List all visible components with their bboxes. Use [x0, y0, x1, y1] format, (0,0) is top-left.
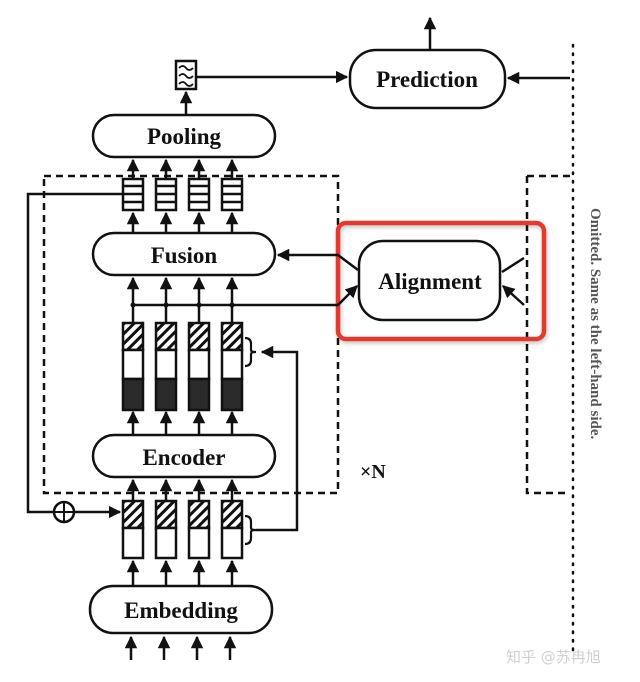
input-vector	[187, 499, 211, 560]
residual-connection-line	[26, 192, 123, 514]
input-brace	[244, 514, 257, 546]
right-branch-to-alignment-line	[501, 256, 525, 274]
encoder-node[interactable]: Encoder	[91, 433, 277, 479]
input-hatched-cell	[154, 499, 178, 530]
input-white-cell	[154, 526, 178, 560]
input-hatched-cell	[220, 499, 244, 530]
encoded-brace	[244, 336, 257, 368]
encoded-hatched-cell	[187, 321, 211, 352]
encoded-dark-cell	[121, 377, 145, 412]
prediction-node[interactable]: Prediction	[348, 48, 507, 110]
right-branch-to-alignment-arrow	[502, 285, 525, 306]
encoded-hatched-cell	[121, 321, 145, 352]
input-white-cell	[220, 526, 244, 560]
right-branch-dashed-border	[525, 174, 570, 495]
encoded-dark-cell	[187, 377, 211, 412]
input-vectors	[121, 478, 244, 586]
input-to-encoded-skip-line	[256, 345, 299, 532]
alignment-label: Alignment	[378, 269, 482, 294]
encoded-vector	[121, 321, 145, 412]
prediction-label: Prediction	[376, 67, 478, 92]
encoded-hatched-cell	[154, 321, 178, 352]
encoded-hatched-cell	[220, 321, 244, 352]
watermark: 知乎 @苏冉旭	[506, 648, 601, 666]
input-white-cell	[187, 526, 211, 560]
encoded-white-cell	[187, 348, 211, 381]
add-operator-icon	[52, 500, 76, 524]
encoded-vector	[154, 321, 178, 412]
omitted-side-note: Omitted. Same as the left-hand side.	[587, 208, 603, 439]
input-hatched-cell	[187, 499, 211, 530]
input-vector	[121, 499, 145, 560]
fused-vector	[187, 177, 211, 212]
token-arrows	[124, 635, 237, 660]
encoded-vector	[187, 321, 211, 412]
encoder-label: Encoder	[142, 445, 225, 470]
encoded-dark-cell	[220, 377, 244, 412]
fused-vector	[121, 177, 145, 212]
fusion-label: Fusion	[151, 243, 218, 268]
repeat-block-dashed-border	[42, 174, 340, 495]
pooling-label: Pooling	[147, 124, 222, 149]
alignment-highlight-box	[335, 220, 547, 342]
fused-vectors	[121, 158, 244, 233]
fused-vector	[154, 177, 178, 212]
encoded-vector	[220, 321, 244, 412]
alignment-to-fusion-arrow	[276, 248, 359, 271]
encoded-white-cell	[220, 348, 244, 381]
pooling-node[interactable]: Pooling	[91, 113, 277, 159]
encoded-vectors	[121, 276, 244, 435]
input-vector	[154, 499, 178, 560]
encoded-white-cell	[121, 348, 145, 381]
alignment-node[interactable]: Alignment	[357, 239, 502, 322]
input-vector	[220, 499, 244, 560]
input-white-cell	[121, 526, 145, 560]
repeat-count-label: ×N	[360, 461, 386, 483]
encoded-white-cell	[154, 348, 178, 381]
embedding-node[interactable]: Embedding	[88, 584, 274, 635]
input-hatched-cell	[121, 499, 145, 530]
embedding-label: Embedding	[124, 598, 238, 623]
fused-vector	[220, 177, 244, 212]
fusion-node[interactable]: Fusion	[91, 231, 277, 277]
pooled-vector-icon	[174, 59, 198, 91]
encoded-dark-cell	[154, 377, 178, 412]
